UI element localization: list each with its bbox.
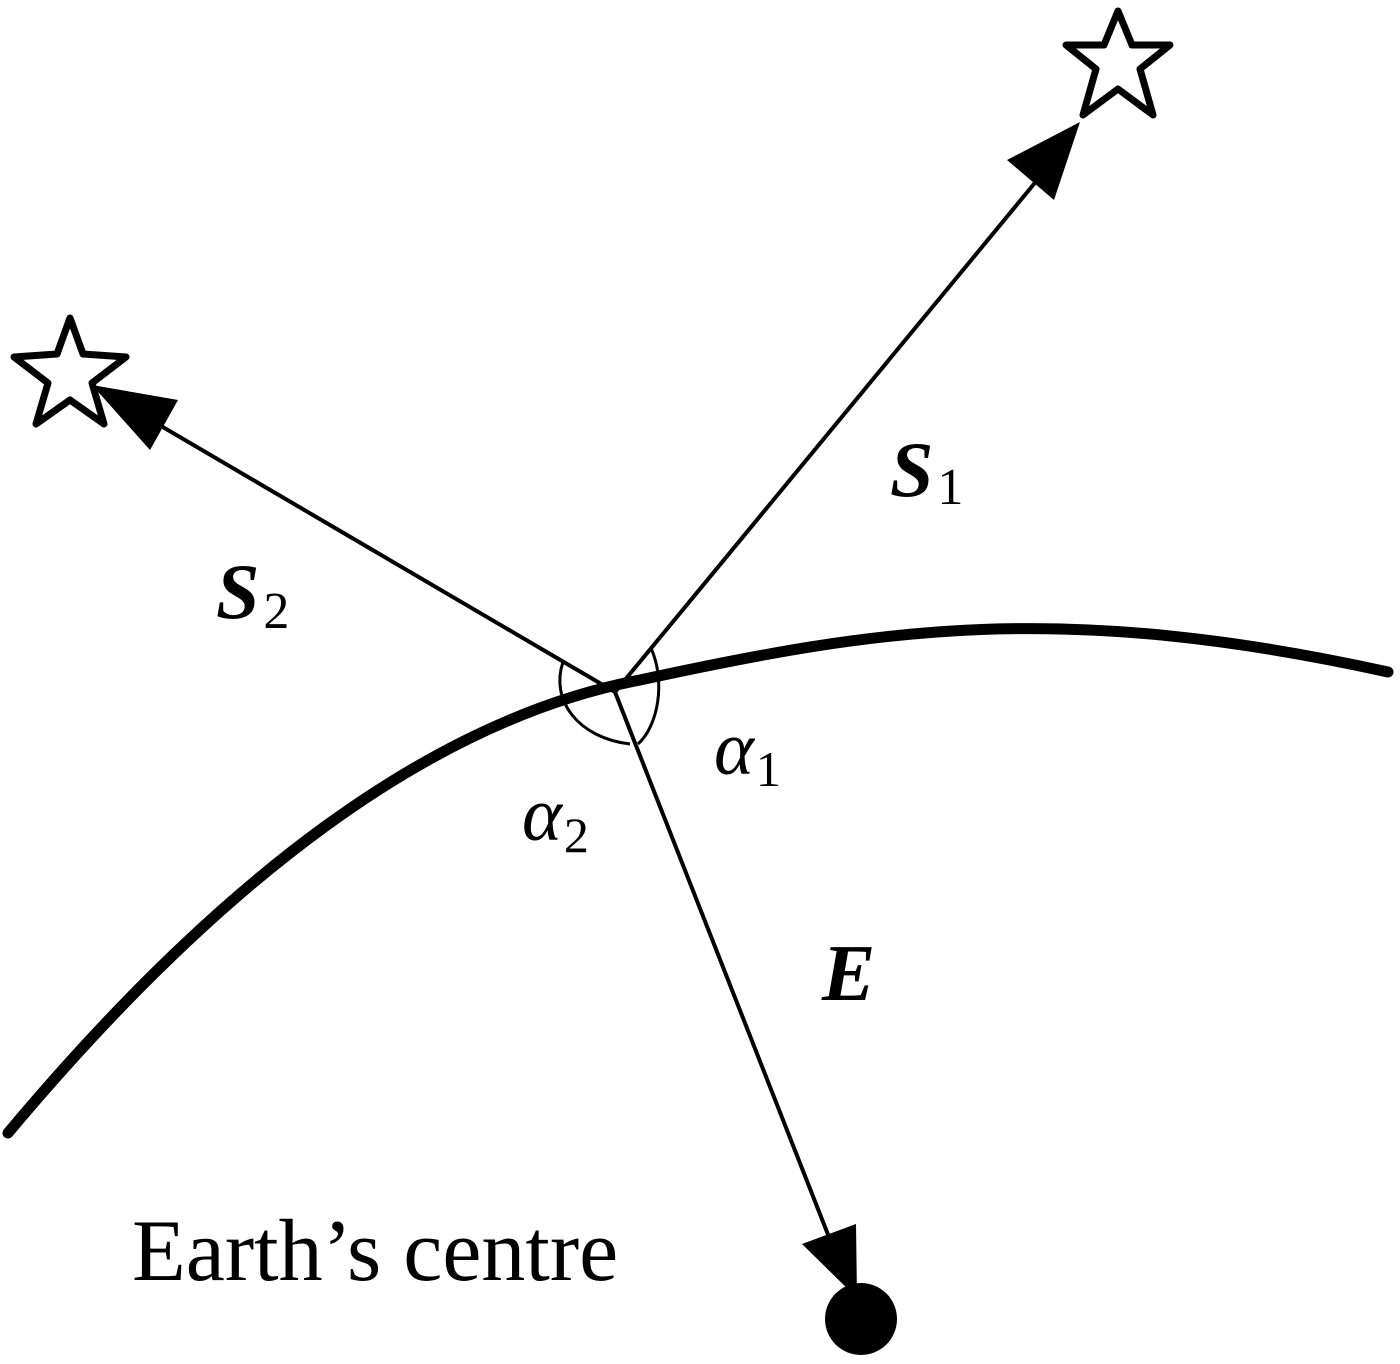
vector-s2-arrowhead bbox=[92, 385, 178, 450]
label-earth-centre: Earth’s centre bbox=[132, 1203, 618, 1300]
angle-alpha2-arc bbox=[558, 661, 631, 746]
label-alpha1-main: α bbox=[714, 707, 756, 791]
label-alpha2-main: α bbox=[522, 773, 564, 857]
label-alpha2: α2 bbox=[522, 773, 589, 863]
star-s1-icon bbox=[1062, 7, 1174, 119]
label-alpha1: α1 bbox=[714, 707, 781, 797]
vector-e-line bbox=[613, 691, 840, 1261]
vector-e-arrowhead bbox=[802, 1224, 857, 1298]
earth-surface-curve bbox=[2, 623, 1394, 1139]
label-alpha1-sub: 1 bbox=[756, 741, 781, 797]
label-s2: S2 bbox=[216, 548, 289, 640]
earth-centre-dot bbox=[825, 1283, 897, 1355]
label-s2-sub: 2 bbox=[263, 583, 289, 640]
vector-s1-line bbox=[613, 148, 1064, 694]
label-s1: S1 bbox=[890, 426, 963, 516]
label-alpha2-sub: 2 bbox=[564, 807, 589, 863]
label-s1-main: S bbox=[890, 426, 933, 513]
label-e: E bbox=[821, 930, 875, 1018]
vector-s1-arrowhead bbox=[1007, 122, 1080, 200]
label-s2-main: S bbox=[216, 548, 259, 635]
label-s1-sub: 1 bbox=[937, 459, 963, 516]
angle-alpha1-arc bbox=[636, 647, 661, 746]
star-s2-icon bbox=[10, 314, 130, 428]
vector-s2-line bbox=[118, 400, 617, 694]
